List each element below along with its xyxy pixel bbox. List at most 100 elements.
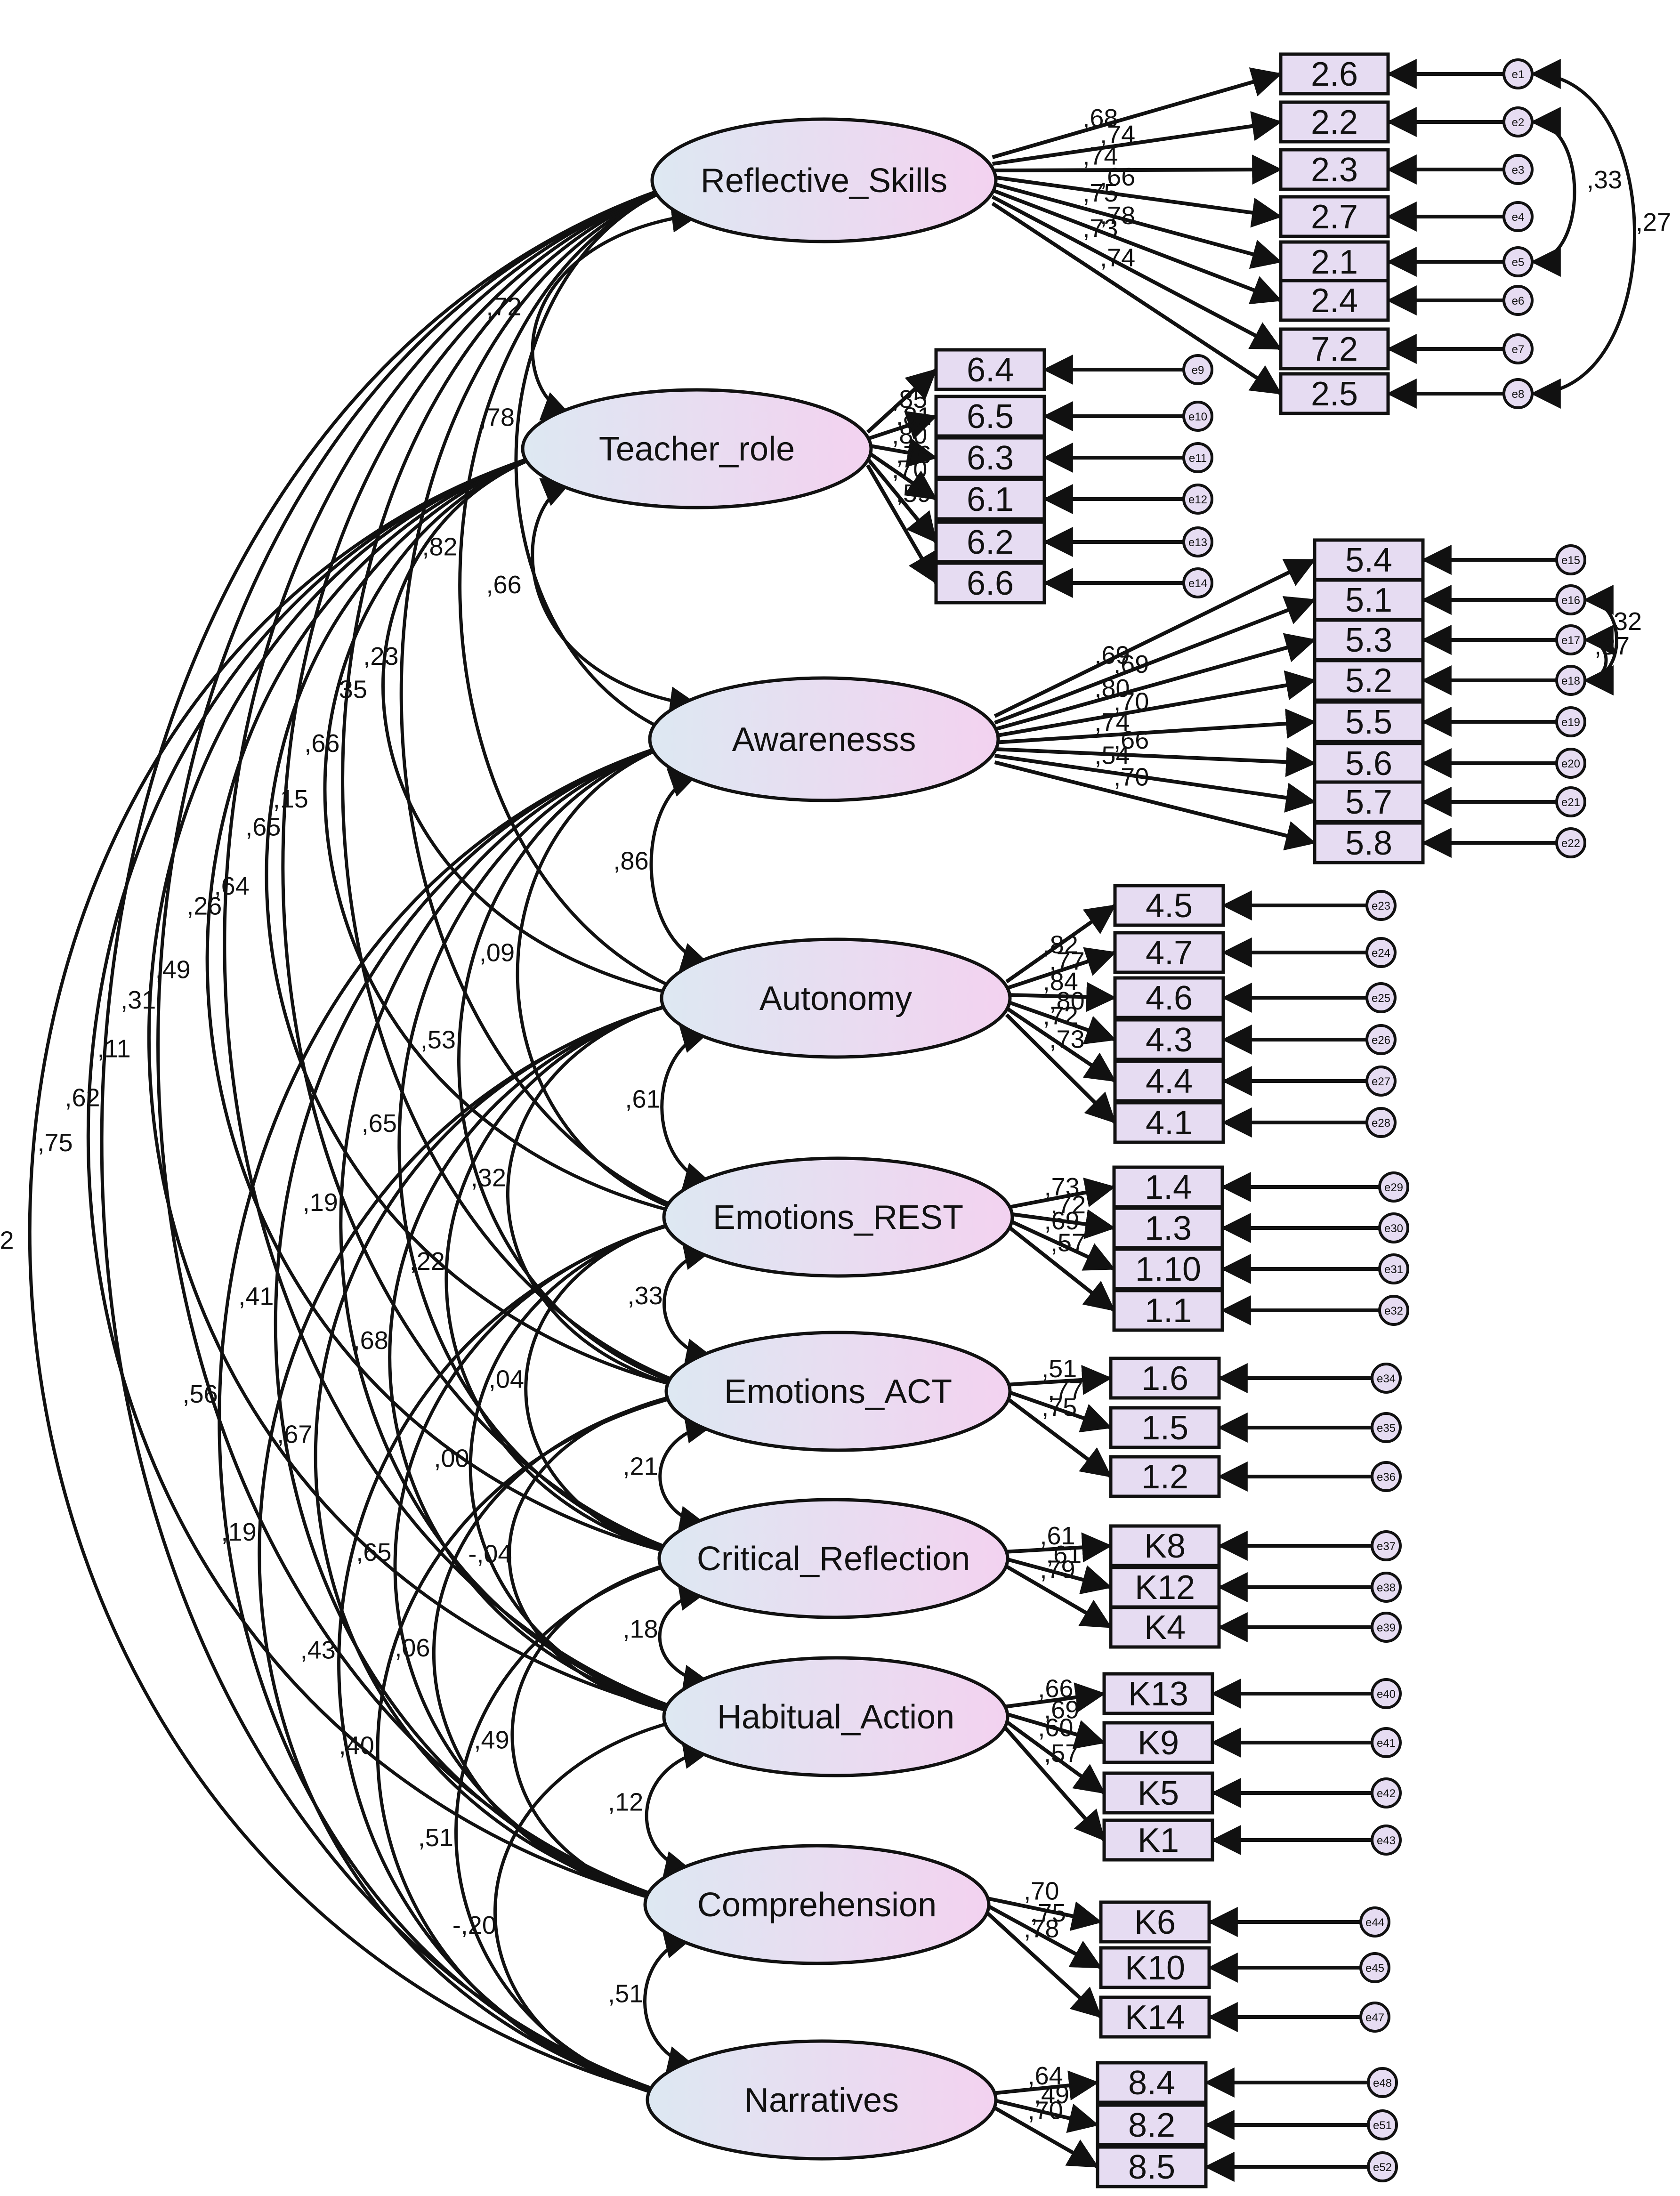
covariance-label: ,12 [608, 1788, 643, 1817]
loading-label: ,66 [1038, 1675, 1073, 1703]
loading-arrow [1003, 1557, 1113, 1595]
indicator-label: K1 [1138, 1822, 1179, 1859]
indicator-box-5-7 [1313, 780, 1425, 824]
loading-label: ,73 [1044, 1173, 1080, 1201]
covariance-label: ,04 [489, 1365, 524, 1394]
indicator-label: K12 [1135, 1569, 1195, 1607]
error-term-e44 [1359, 1906, 1390, 1938]
indicator-label: 1.6 [1141, 1360, 1188, 1397]
covariance-label: ,82 [422, 533, 457, 561]
covariance-label: ,49 [155, 956, 191, 984]
error-term-e36 [1371, 1461, 1402, 1492]
error-label: e22 [1561, 837, 1580, 850]
latent-layer: Reflective_SkillsTeacher_roleAwarenesssA… [521, 117, 1014, 2161]
error-term-e15 [1555, 544, 1586, 575]
indicator-box-2-7 [1279, 195, 1390, 238]
indicator-box-8-4 [1096, 2061, 1208, 2104]
covariance-label: ,51 [418, 1824, 453, 1852]
covariance-label: -,04 [468, 1540, 512, 1568]
error-term-e20 [1555, 748, 1586, 779]
loading-arrow [991, 195, 1282, 351]
error-label: e39 [1377, 1622, 1396, 1634]
error-term-e16 [1555, 584, 1586, 615]
error-label: e10 [1188, 411, 1207, 423]
covariance-awarenesss-narratives [218, 728, 700, 2110]
error-covariance [1530, 59, 1636, 409]
covariance-label: ,26 [186, 892, 222, 920]
indicator-label: 6.5 [967, 398, 1014, 436]
covariance-label: ,49 [474, 1726, 509, 1754]
covariance-label: ,19 [303, 1188, 338, 1217]
indicator-label: 5.2 [1345, 662, 1392, 700]
latent-teacher-role [521, 388, 873, 509]
loading-arrow [866, 368, 937, 434]
indicator-box-1-6 [1109, 1356, 1221, 1400]
error-term-e2 [1502, 106, 1534, 137]
latent-critical-reflection [657, 1498, 1010, 1619]
loading-label: ,79 [1040, 1556, 1075, 1584]
indicator-box-6-1 [934, 477, 1046, 521]
loading-arrow [992, 188, 1282, 305]
error-label: e52 [1373, 2161, 1392, 2174]
covariance-label: ,66 [304, 729, 339, 758]
loading-arrow [1006, 982, 1117, 1012]
error-label: e37 [1377, 1540, 1396, 1553]
loading-label: ,81 [896, 403, 931, 431]
covariance-teacher-role-awarenesss [531, 478, 700, 717]
loading-label: ,78 [1100, 202, 1135, 230]
loading-arrow [984, 1910, 1102, 2018]
loading-label: ,51 [1042, 1355, 1077, 1383]
loading-arrow [992, 2070, 1099, 2101]
indicator-box-4-4 [1113, 1059, 1225, 1103]
loading-label: ,72 [1050, 1191, 1086, 1219]
latent-covariance-labels: ,72,78,82,23,66,65,26,31,62,66,35,15,64,… [0, 292, 663, 2008]
covariance-label: ,00 [434, 1445, 469, 1473]
covariance-awarenesss-emotions-rest [516, 728, 714, 1229]
latent-narratives [646, 2039, 998, 2161]
loading-label: ,57 [1050, 1229, 1086, 1257]
error-term-e38 [1371, 1572, 1402, 1603]
covariance-critical-reflection-habitual-action [658, 1581, 714, 1695]
indicator-box-4-5 [1113, 884, 1225, 927]
covariance-label: ,21 [623, 1453, 658, 1481]
indicator-label: 1.3 [1145, 1210, 1192, 1247]
error-label: e2 [1512, 116, 1525, 129]
indicator-box-1-2 [1109, 1455, 1221, 1498]
loading-label: ,75 [1042, 1393, 1077, 1421]
error-term-e25 [1365, 982, 1397, 1013]
error-term-e27 [1365, 1066, 1397, 1097]
error-term-e34 [1371, 1363, 1402, 1394]
loading-arrow [992, 175, 1283, 228]
indicator-label: 2.6 [1311, 56, 1358, 93]
indicator-label: 5.6 [1345, 745, 1392, 783]
error-label: e29 [1384, 1181, 1403, 1194]
loading-arrow [1009, 1209, 1116, 1239]
indicator-box-k14 [1099, 1995, 1211, 2039]
indicator-label: 5.3 [1345, 622, 1392, 659]
error-term-e42 [1371, 1777, 1402, 1808]
covariance-label: -,20 [452, 1911, 496, 1939]
loading-arrow [1003, 1718, 1106, 1795]
loading-label: ,70 [1114, 688, 1149, 716]
indicator-box-6-3 [934, 436, 1046, 479]
latent-label: Autonomy [759, 980, 912, 1017]
indicator-box-8-5 [1096, 2145, 1208, 2188]
loading-label: ,72 [1043, 1002, 1078, 1030]
covariance-label: ,86 [614, 847, 649, 875]
loading-arrow [994, 596, 1316, 725]
loading-label: ,80 [892, 421, 927, 449]
indicator-box-k10 [1099, 1946, 1211, 1989]
error-label: e51 [1373, 2119, 1392, 2132]
indicator-box-6-6 [934, 561, 1046, 605]
indicator-box-2-3 [1279, 148, 1390, 191]
covariance-label: ,41 [238, 1282, 274, 1310]
indicator-box-5-3 [1313, 618, 1425, 662]
error-term-e43 [1371, 1825, 1402, 1856]
error-covariance-label: ,33 [1587, 166, 1622, 194]
indicator-label: 4.7 [1146, 934, 1193, 972]
loading-arrow [866, 457, 938, 543]
covariance-teacher-role-comprehension [86, 438, 695, 1916]
loading-arrow [866, 450, 937, 501]
covariance-reflective-skills-teacher-role [531, 202, 702, 420]
error-term-e30 [1378, 1212, 1409, 1243]
